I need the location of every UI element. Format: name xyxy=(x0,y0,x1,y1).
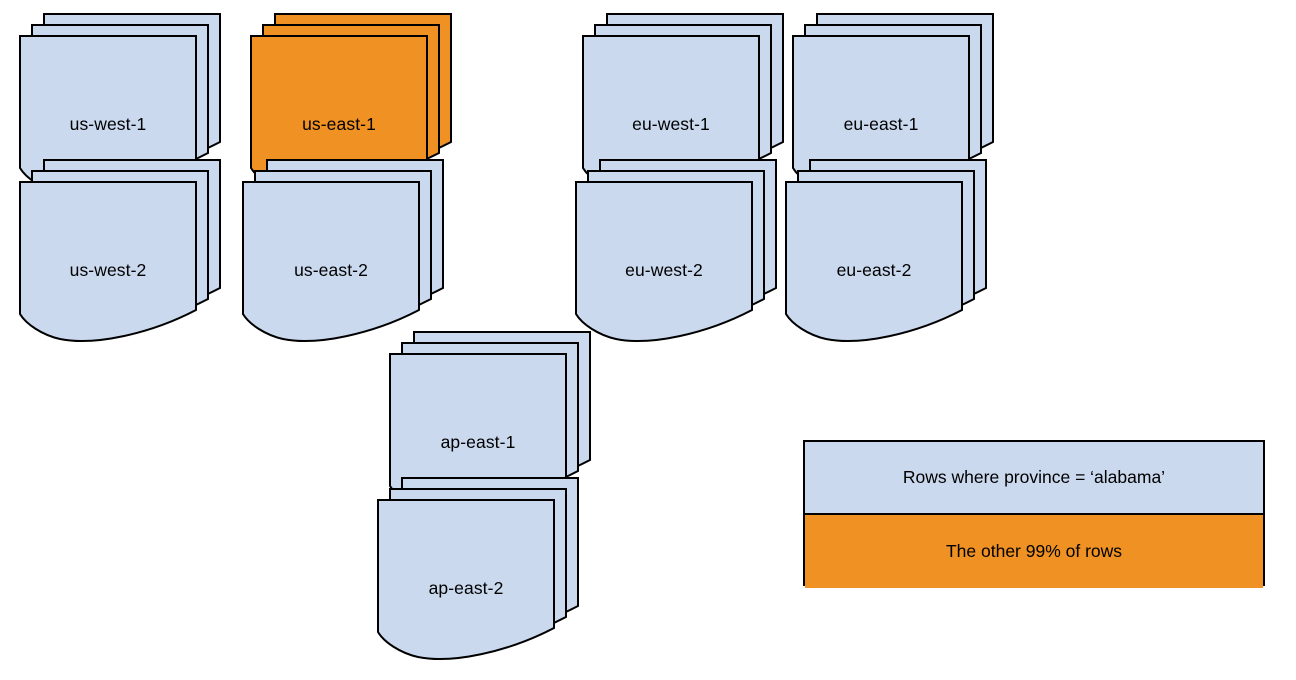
document-stack[interactable]: ap-east-2 xyxy=(377,477,598,660)
document-stack[interactable]: us-west-1 xyxy=(19,13,240,196)
document-sheet xyxy=(377,499,555,660)
document-sheet xyxy=(575,181,753,342)
document-stack[interactable]: eu-west-1 xyxy=(582,13,803,196)
legend-row-blue: Rows where province = ‘alabama’ xyxy=(805,442,1263,515)
legend-box: Rows where province = ‘alabama’ The othe… xyxy=(803,440,1265,588)
document-stack[interactable]: eu-east-2 xyxy=(785,159,1006,342)
document-stack[interactable]: us-east-2 xyxy=(242,159,463,342)
legend-label-blue: Rows where province = ‘alabama’ xyxy=(902,467,1166,487)
document-stack[interactable]: us-east-1 xyxy=(250,13,471,196)
document-sheet xyxy=(19,181,197,342)
legend-label-orange: The other 99% of rows xyxy=(945,541,1123,561)
document-stack[interactable]: eu-west-2 xyxy=(575,159,796,342)
document-sheet xyxy=(242,181,420,342)
legend-row-orange: The other 99% of rows xyxy=(805,515,1263,588)
document-stack[interactable]: us-west-2 xyxy=(19,159,240,342)
document-sheet xyxy=(785,181,963,342)
document-stack[interactable]: ap-east-1 xyxy=(389,331,610,514)
document-stack[interactable]: eu-east-1 xyxy=(792,13,1013,196)
